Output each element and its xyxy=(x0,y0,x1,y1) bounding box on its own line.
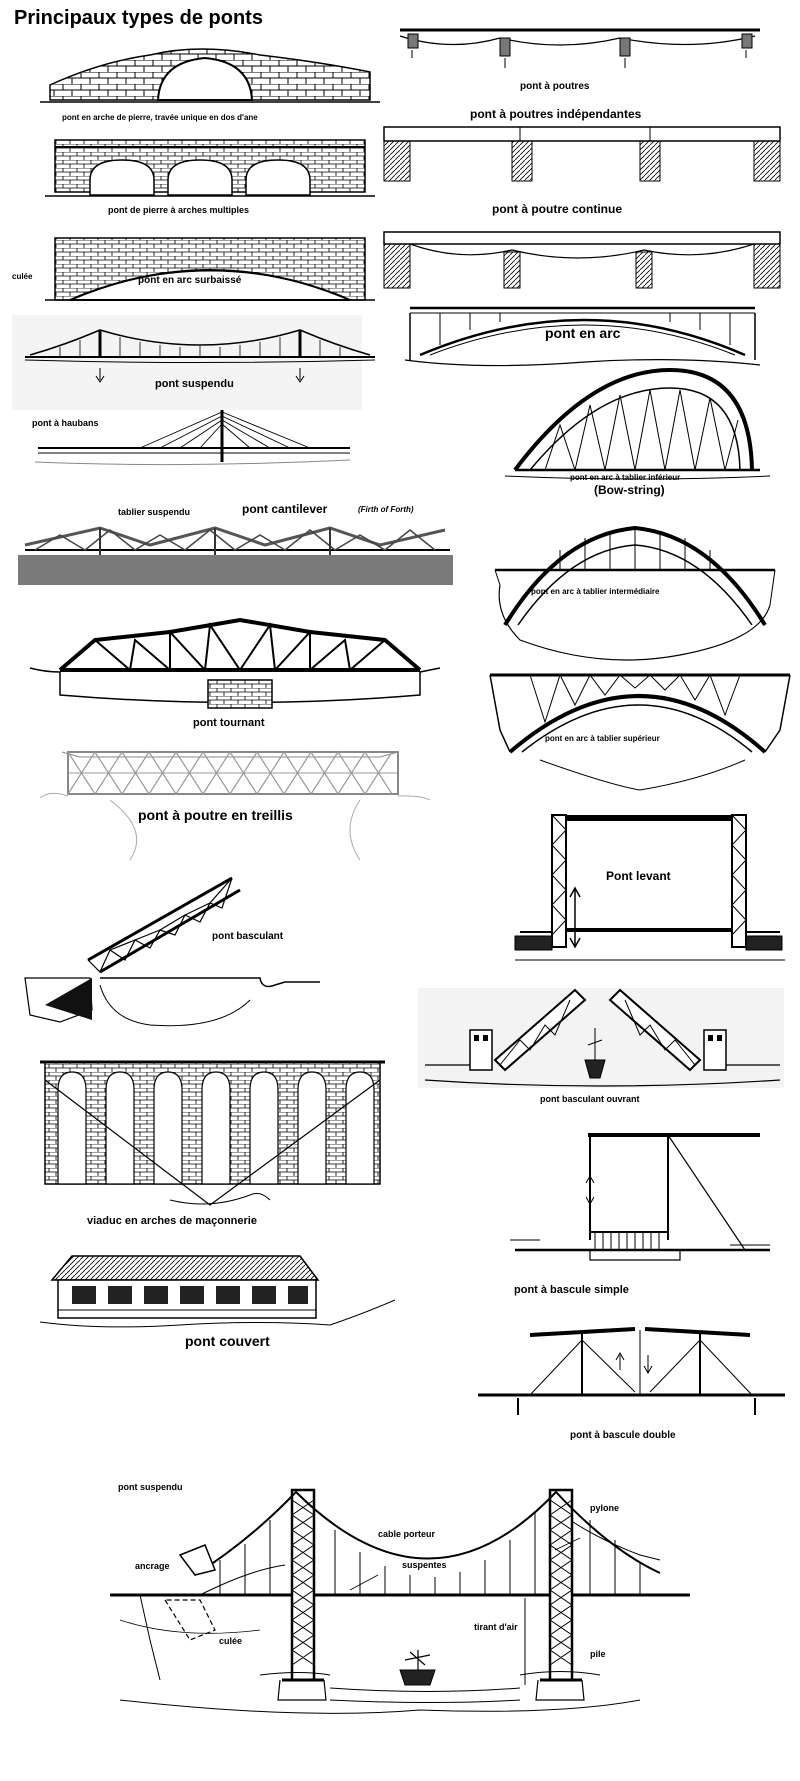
label-mid-deck-arch: pont en arc à tablier intermédiaire xyxy=(531,587,660,596)
label-suspenders: suspentes xyxy=(402,1560,447,1570)
drawing-independent-beams xyxy=(383,126,781,182)
label-independent-beams: pont à poutres indépendantes xyxy=(470,107,642,121)
label-multi-arch-stone: pont de pierre à arches multiples xyxy=(108,205,250,215)
label-suspended-deck: tablier suspendu xyxy=(118,507,191,517)
label-single-leaf-bascule: pont à bascule simple xyxy=(514,1284,629,1296)
drawing-suspension-small xyxy=(12,315,376,410)
label-pier: pile xyxy=(590,1649,606,1659)
label-cantilever: pont cantilever xyxy=(242,502,328,516)
label-stone-single-arch: pont en arche de pierre, travée unique e… xyxy=(62,113,258,122)
page-title: Principaux types de ponts xyxy=(14,7,263,29)
label-double-leaf-bascule: pont basculant ouvrant xyxy=(540,1094,640,1104)
drawing-arch-bridge xyxy=(404,306,761,367)
drawing-lift-bridge xyxy=(514,814,785,961)
label-viaduct: viaduc en arches de maçonnerie xyxy=(87,1215,257,1227)
label-firth-of-forth: (Firth of Forth) xyxy=(358,505,414,514)
drawing-double-leaf-bascule xyxy=(418,988,784,1088)
label-anchorage: ancrage xyxy=(135,1561,170,1571)
label-abutment-bottom: culée xyxy=(219,1636,243,1646)
drawing-beam-bridge xyxy=(399,28,760,68)
drawing-suspension-diagram xyxy=(110,1488,690,1714)
label-bascule-bridge: pont basculant xyxy=(212,931,284,942)
label-segmental-arch: pont en arc surbaissé xyxy=(138,275,242,286)
drawing-truss-beam xyxy=(39,750,431,861)
drawing-single-leaf-bascule xyxy=(510,1133,770,1261)
drawing-mid-deck-arch xyxy=(494,525,776,661)
label-air-draft: tirant d'air xyxy=(474,1622,518,1632)
drawing-viaduct xyxy=(40,1060,385,1206)
label-suspension-small: pont suspendu xyxy=(155,378,234,390)
drawing-multi-arch-stone xyxy=(45,139,375,197)
drawing-cantilever xyxy=(18,505,453,585)
drawing-covered-bridge xyxy=(39,1255,396,1328)
drawing-swing-bridge xyxy=(29,617,441,709)
label-pylon: pylone xyxy=(590,1503,620,1513)
drawing-double-bascule xyxy=(478,1327,785,1415)
label-arch-bridge: pont en arc xyxy=(545,325,621,341)
drawing-stone-single-arch xyxy=(40,48,380,103)
label-deck-arch: pont en arc à tablier supérieur xyxy=(545,734,660,743)
label-main-cable: cable porteur xyxy=(378,1529,436,1539)
label-double-bascule: pont à bascule double xyxy=(570,1430,676,1441)
label-continuous-beam: pont à poutre continue xyxy=(492,202,622,216)
drawing-bowstring xyxy=(504,367,771,480)
label-abutment-top: culée xyxy=(12,272,33,281)
label-beam-bridge: pont à poutres xyxy=(520,81,590,92)
label-bowstring-type: pont en arc à tablier inférieur xyxy=(570,473,681,482)
drawing-cable-stayed xyxy=(34,410,351,466)
drawing-segmental-arch xyxy=(45,237,375,301)
label-lift-bridge: Pont levant xyxy=(606,869,671,883)
label-truss-beam: pont à poutre en treillis xyxy=(138,807,293,823)
drawing-deck-arch xyxy=(489,673,791,791)
drawing-bascule-bridge xyxy=(24,876,320,1027)
label-bowstring: (Bow-string) xyxy=(594,483,665,497)
label-cable-stayed: pont à haubans xyxy=(32,418,99,428)
label-suspension-diagram-title: pont suspendu xyxy=(118,1482,183,1492)
label-swing-bridge: pont tournant xyxy=(193,717,265,729)
label-covered-bridge: pont couvert xyxy=(185,1333,270,1349)
drawing-continuous-beam xyxy=(383,231,781,289)
